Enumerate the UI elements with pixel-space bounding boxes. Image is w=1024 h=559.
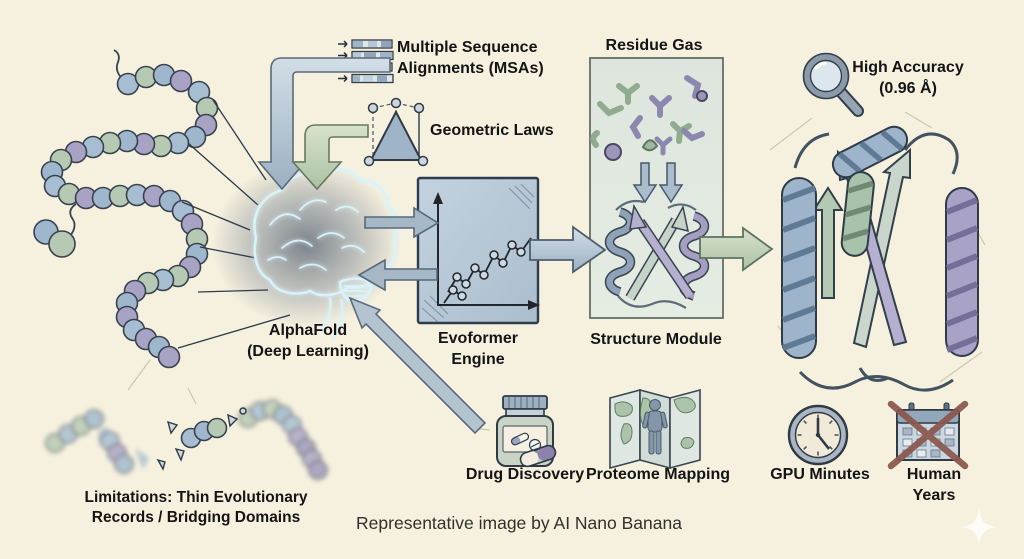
structure-mini-protein <box>604 199 710 309</box>
image-caption: Representative image by AI Nano Banana <box>356 513 682 533</box>
magnifier-icon <box>802 52 864 117</box>
chain-fragment <box>33 203 77 258</box>
crossed-calendar-icon <box>887 400 969 470</box>
high-accuracy-label: High Accuracy (0.96 Å) <box>852 59 964 97</box>
alpha-helix-top <box>831 125 909 179</box>
alpha-helix-right <box>945 187 979 357</box>
cross-out-x <box>887 400 969 470</box>
arrow-drug-to-brain <box>348 296 487 435</box>
pill-bottle-icon <box>496 395 557 468</box>
alphafold-label: AlphaFold (Deep Learning) <box>247 322 369 360</box>
limitations-label: Limitations: Thin Evolutionary Records /… <box>84 489 308 526</box>
arrow-geometric-to-brain <box>291 124 369 191</box>
broken-chain <box>45 399 328 480</box>
arrow-msa-to-brain <box>257 57 391 191</box>
beta-strand-up <box>852 147 911 349</box>
structure-module-label: Structure Module <box>590 331 722 348</box>
protein-ribbon <box>781 125 979 392</box>
clock-icon <box>787 404 849 466</box>
beta-strand-short <box>812 186 844 299</box>
evoformer-box <box>416 176 540 325</box>
geometric-laws-label: Geometric Laws <box>430 122 554 139</box>
arrow-evoformer-to-structure <box>529 225 607 274</box>
alpha-helix-left <box>781 177 817 359</box>
drug-discovery-label: Drug Discovery <box>465 466 585 483</box>
arrow-evoformer-feedback <box>357 258 438 292</box>
residue-condense-arrows <box>632 162 684 204</box>
sparkle-watermark <box>960 508 998 546</box>
human-years-label: Human Years <box>906 466 962 504</box>
residue-gas-box <box>589 57 724 319</box>
proteome-mapping-label: Proteome Mapping <box>585 466 731 483</box>
brain-icon <box>211 160 401 339</box>
arrow-brain-to-evoformer <box>364 206 440 239</box>
gpu-minutes-label: GPU Minutes <box>770 466 870 483</box>
evoformer-chart-icon <box>433 192 540 310</box>
amino-acid-chain <box>40 49 219 369</box>
residue-gas-label: Residue Gas <box>605 37 703 54</box>
residue-gas-particles <box>590 75 708 161</box>
tetrahedron-icon <box>363 97 429 167</box>
evoformer-label: Evoformer Engine <box>437 330 519 368</box>
arrow-structure-to-protein <box>699 226 774 272</box>
capsule-icon <box>519 444 557 468</box>
folded-map-icon <box>609 388 701 470</box>
human-silhouette <box>642 399 668 455</box>
msa-label: Multiple Sequence Alignments (MSAs) <box>397 39 544 77</box>
alpha-helix-green <box>840 171 875 257</box>
